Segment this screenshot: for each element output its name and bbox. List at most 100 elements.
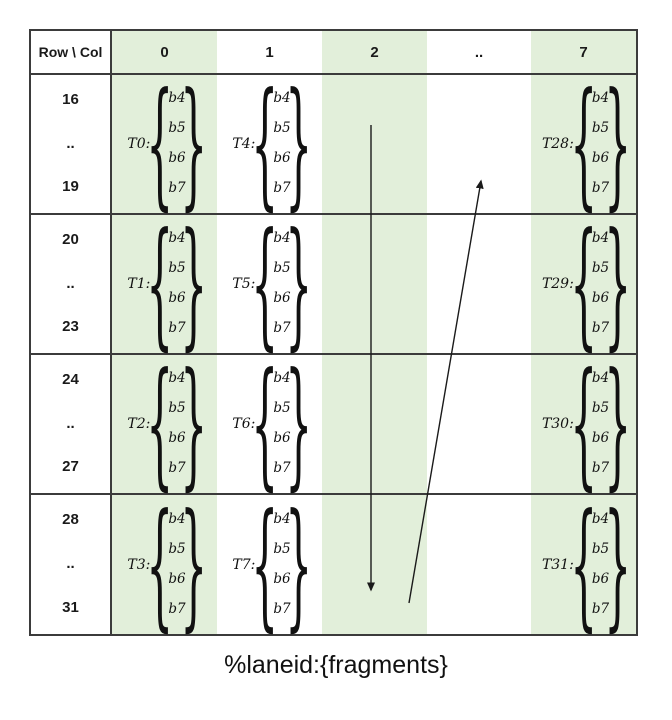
open-brace: { <box>251 203 279 364</box>
row-label-20-23: 20 .. 23 <box>31 215 112 355</box>
row-label-16-19: 16 .. 19 <box>31 75 112 215</box>
row-dots: .. <box>66 555 75 572</box>
close-brace: } <box>285 483 313 644</box>
header-col-label: 2 <box>370 43 379 61</box>
header-col-1: 1 <box>217 31 322 75</box>
open-brace: { <box>146 343 174 504</box>
open-brace: { <box>569 203 597 364</box>
header-col-7: 7 <box>531 31 636 75</box>
close-brace: } <box>180 483 208 644</box>
thread-label: T28: <box>541 136 574 152</box>
row-end: 19 <box>62 178 79 195</box>
cell-empty-col2-row2 <box>322 355 427 495</box>
row-dots: .. <box>66 274 75 292</box>
close-brace: } <box>285 63 313 224</box>
open-brace: { <box>146 203 174 364</box>
thread-label: T6: <box>232 416 256 432</box>
row-start: 16 <box>62 91 79 108</box>
thread-label: T7: <box>232 556 256 573</box>
open-brace: { <box>569 343 597 504</box>
thread-label: T1: <box>127 276 151 292</box>
close-brace: } <box>604 203 632 364</box>
row-end: 23 <box>62 318 79 335</box>
header-col-label: 0 <box>160 43 169 61</box>
thread-label: T31: <box>541 556 574 573</box>
header-corner-label: Row \ Col <box>38 44 103 60</box>
header-col-label: 7 <box>579 43 588 61</box>
row-start: 24 <box>62 371 79 388</box>
thread-label: T0: <box>127 136 151 152</box>
cell-empty-dots-row1 <box>427 215 531 355</box>
thread-label: T4: <box>232 136 256 152</box>
thread-label: T3: <box>127 556 151 573</box>
cell-empty-col2-row3 <box>322 495 427 634</box>
row-start: 28 <box>62 511 79 528</box>
open-brace: { <box>251 63 279 224</box>
open-brace: { <box>251 343 279 504</box>
header-col-dots: .. <box>427 31 531 75</box>
header-corner-cell: Row \ Col <box>31 31 112 75</box>
row-start: 20 <box>62 231 79 248</box>
close-brace: } <box>285 203 313 364</box>
close-brace: } <box>604 483 632 644</box>
cell-empty-col2-row1 <box>322 215 427 355</box>
close-brace: } <box>604 63 632 224</box>
cell-empty-dots-row0 <box>427 75 531 215</box>
close-brace: } <box>285 343 313 504</box>
cell-empty-col2-row0 <box>322 75 427 215</box>
diagram-caption: %laneid:{fragments} <box>224 651 448 679</box>
open-brace: { <box>146 483 174 644</box>
open-brace: { <box>569 63 597 224</box>
close-brace: } <box>180 203 208 364</box>
row-end: 27 <box>62 458 79 475</box>
header-col-0: 0 <box>112 31 217 75</box>
close-brace: } <box>180 343 208 504</box>
thread-label: T2: <box>127 416 151 432</box>
open-brace: { <box>146 63 174 224</box>
row-label-24-27: 24 .. 27 <box>31 355 112 495</box>
row-dots: .. <box>66 134 75 152</box>
row-dots: .. <box>66 414 75 432</box>
cell-empty-dots-row2 <box>427 355 531 495</box>
thread-label: T29: <box>541 276 574 292</box>
open-brace: { <box>251 483 279 644</box>
close-brace: } <box>180 63 208 224</box>
